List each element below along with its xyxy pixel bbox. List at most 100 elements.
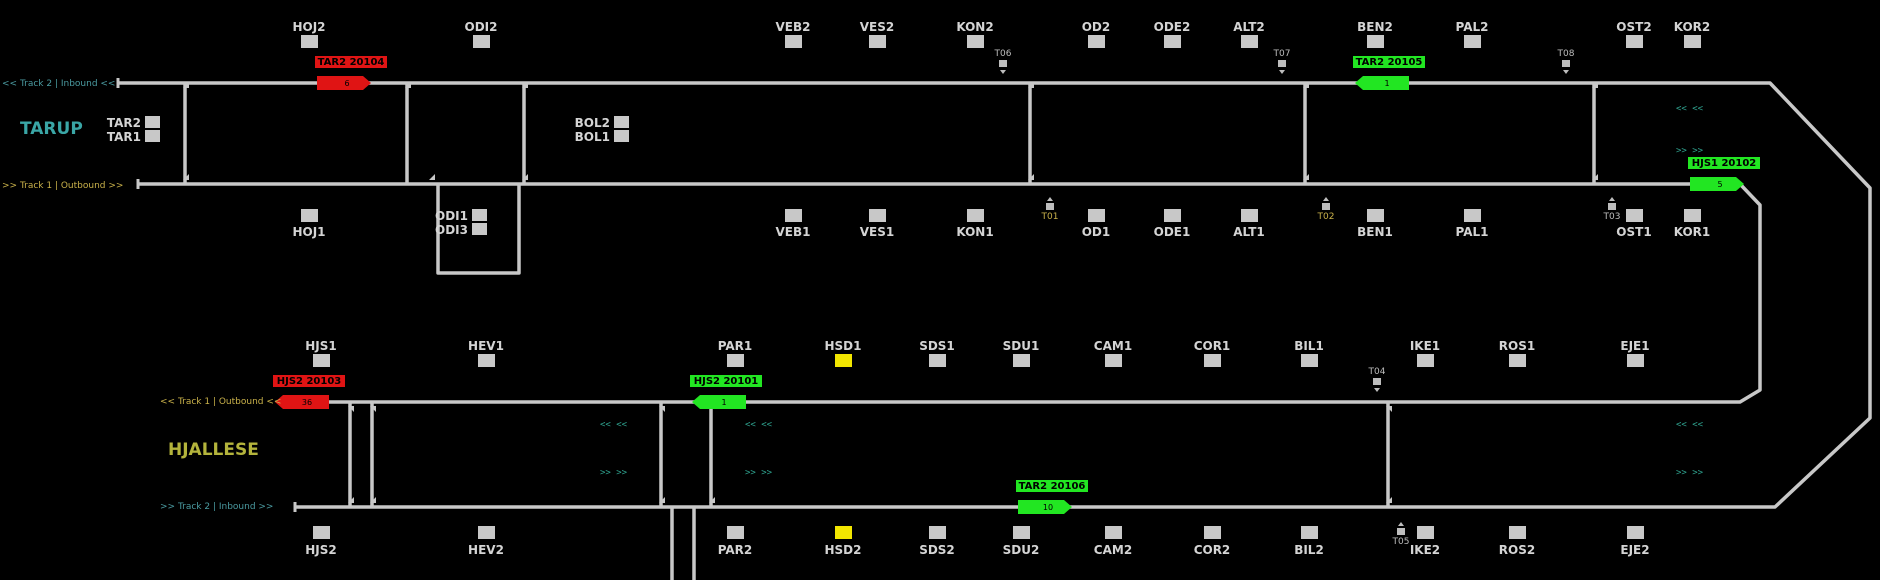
transponder-icon[interactable]: [1608, 203, 1616, 210]
train-body: [1018, 500, 1072, 514]
signal-par1[interactable]: [727, 354, 744, 367]
signal-hev2[interactable]: [478, 526, 495, 539]
train-number: 1: [721, 398, 726, 407]
signal-label-ost2: OST2: [1616, 20, 1651, 34]
switch-marker: [183, 174, 189, 180]
signal-ros1[interactable]: [1509, 354, 1526, 367]
signal-tar1[interactable]: [145, 130, 160, 142]
signal-hev1[interactable]: [478, 354, 495, 367]
signal-odi1[interactable]: [472, 209, 487, 221]
signal-cam1[interactable]: [1105, 354, 1122, 367]
signal-ben2[interactable]: [1367, 35, 1384, 48]
signal-label-hev1: HEV1: [468, 339, 504, 353]
signal-hjs2[interactable]: [313, 526, 330, 539]
signal-cor1[interactable]: [1204, 354, 1221, 367]
signal-bil1[interactable]: [1301, 354, 1318, 367]
signal-label-pal1: PAL1: [1456, 225, 1489, 239]
signal-alt1[interactable]: [1241, 209, 1258, 222]
signal-ost1[interactable]: [1626, 209, 1643, 222]
track-label-tarup-track1: >> Track 1 | Outbound >>: [2, 181, 123, 191]
signal-label-par2: PAR2: [718, 543, 753, 557]
signal-bil2[interactable]: [1301, 526, 1318, 539]
signal-alt2[interactable]: [1241, 35, 1258, 48]
signal-ros2[interactable]: [1509, 526, 1526, 539]
signal-hsd1[interactable]: [835, 354, 852, 367]
signal-bol2[interactable]: [614, 116, 629, 128]
signal-sdu2[interactable]: [1013, 526, 1030, 539]
transponder-icon[interactable]: [1046, 203, 1054, 210]
track-label-hjallese-track1: << Track 1 | Outbound <<: [160, 397, 281, 407]
signal-veb2[interactable]: [785, 35, 802, 48]
signal-ode1[interactable]: [1164, 209, 1181, 222]
signal-hsd2[interactable]: [835, 526, 852, 539]
direction-arrows-right: >> >>: [1676, 146, 1704, 156]
signal-hoj2[interactable]: [301, 35, 318, 48]
signal-kon1[interactable]: [967, 209, 984, 222]
signal-label-hjs1: HJS1: [305, 339, 337, 353]
signal-kon2[interactable]: [967, 35, 984, 48]
signal-odi2[interactable]: [473, 35, 490, 48]
signal-ike2[interactable]: [1417, 526, 1434, 539]
transponder-icon[interactable]: [1562, 60, 1570, 67]
signal-ode2[interactable]: [1164, 35, 1181, 48]
signal-odi3[interactable]: [472, 223, 487, 235]
transponder-icon[interactable]: [999, 60, 1007, 67]
switch-marker: [1303, 174, 1309, 180]
signal-label-kon2: KON2: [956, 20, 993, 34]
arrow-up-icon: [1047, 197, 1053, 201]
signal-od1[interactable]: [1088, 209, 1105, 222]
signal-kor1[interactable]: [1684, 209, 1701, 222]
transponder-icon[interactable]: [1322, 203, 1330, 210]
direction-arrows-left: << <<: [1676, 420, 1704, 430]
signal-hjs1[interactable]: [313, 354, 330, 367]
signal-sds2[interactable]: [929, 526, 946, 539]
transponder-icon[interactable]: [1397, 528, 1405, 535]
signal-kor2[interactable]: [1684, 35, 1701, 48]
signal-bol1[interactable]: [614, 130, 629, 142]
signal-eje2[interactable]: [1627, 526, 1644, 539]
signal-pal2[interactable]: [1464, 35, 1481, 48]
train-name-tag: [273, 375, 345, 387]
arrow-up-icon: [1323, 197, 1329, 201]
signal-tar2[interactable]: [145, 116, 160, 128]
signal-label-hoj2: HOJ2: [292, 20, 325, 34]
signal-ost2[interactable]: [1626, 35, 1643, 48]
signal-cor2[interactable]: [1204, 526, 1221, 539]
switch-marker: [405, 82, 411, 88]
signal-ves1[interactable]: [869, 209, 886, 222]
signal-ben1[interactable]: [1367, 209, 1384, 222]
signal-label-od2: OD2: [1082, 20, 1111, 34]
signal-eje1[interactable]: [1627, 354, 1644, 367]
signal-sds1[interactable]: [929, 354, 946, 367]
switch-marker: [183, 82, 189, 88]
signal-label-alt2: ALT2: [1233, 20, 1264, 34]
signal-pal1[interactable]: [1464, 209, 1481, 222]
signal-veb1[interactable]: [785, 209, 802, 222]
signal-par2[interactable]: [727, 526, 744, 539]
arrow-up-icon: [1398, 522, 1404, 526]
signal-ike1[interactable]: [1417, 354, 1434, 367]
train-name-tag: [1688, 157, 1760, 169]
track-label-hjallese-track2: >> Track 2 | Inbound >>: [160, 502, 273, 512]
transponder-label: T02: [1317, 212, 1335, 222]
signal-sdu1[interactable]: [1013, 354, 1030, 367]
signal-od2[interactable]: [1088, 35, 1105, 48]
transponder-icon[interactable]: [1373, 378, 1381, 385]
transponder-icon[interactable]: [1278, 60, 1286, 67]
signal-label-ves1: VES1: [860, 225, 894, 239]
switch-marker: [522, 82, 528, 88]
switch-marker: [1028, 82, 1034, 88]
signal-ves2[interactable]: [869, 35, 886, 48]
signal-hoj1[interactable]: [301, 209, 318, 222]
signal-cam2[interactable]: [1105, 526, 1122, 539]
signal-label-hsd2: HSD2: [825, 543, 862, 557]
switch-marker: [659, 406, 665, 412]
